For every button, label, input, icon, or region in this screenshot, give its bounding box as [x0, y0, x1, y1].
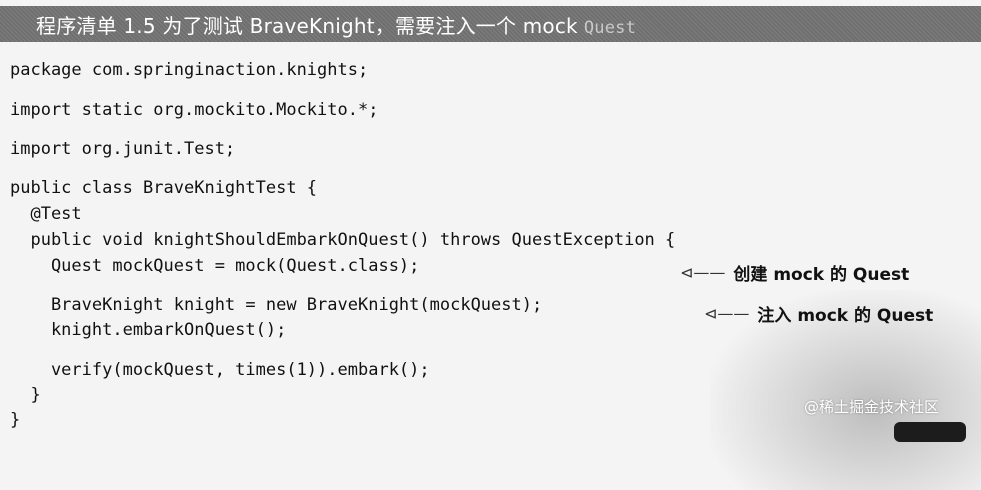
- code-line-close-method: }: [10, 385, 41, 405]
- code-line-package: package com.springinaction.knights;: [10, 60, 369, 80]
- code-line-annotation: @Test: [10, 204, 82, 224]
- code-line-close-class: }: [10, 410, 21, 430]
- code-line-import-mockito: import static org.mockito.Mockito.*;: [10, 100, 379, 120]
- code-line-method-decl: public void knightShouldEmbarkOnQuest() …: [10, 230, 676, 250]
- code-line-mock-quest: Quest mockQuest = mock(Quest.class);: [10, 256, 420, 276]
- annotation-create-mock: ⊲—— 创建 mock 的 Quest: [680, 260, 909, 285]
- watermark: @稀土掘金技术社区: [804, 398, 940, 416]
- listing-title-faded: Quest: [583, 17, 637, 38]
- arrow-left-icon: ⊲——: [704, 304, 750, 323]
- code-line-new-knight: BraveKnight knight = new BraveKnight(moc…: [10, 295, 543, 315]
- code-line-class-decl: public class BraveKnightTest {: [10, 178, 318, 198]
- corner-badge: [894, 422, 966, 442]
- annotation-inject-mock-text: 注入 mock 的 Quest: [757, 306, 934, 326]
- code-line-import-junit: import org.junit.Test;: [10, 139, 236, 159]
- code-line-verify: verify(mockQuest, times(1)).embark();: [10, 360, 430, 380]
- code-line-embark-call: knight.embarkOnQuest();: [10, 320, 287, 340]
- annotation-create-mock-text: 创建 mock 的 Quest: [733, 265, 910, 285]
- arrow-left-icon: ⊲——: [680, 263, 726, 282]
- annotation-inject-mock: ⊲—— 注入 mock 的 Quest: [704, 301, 933, 326]
